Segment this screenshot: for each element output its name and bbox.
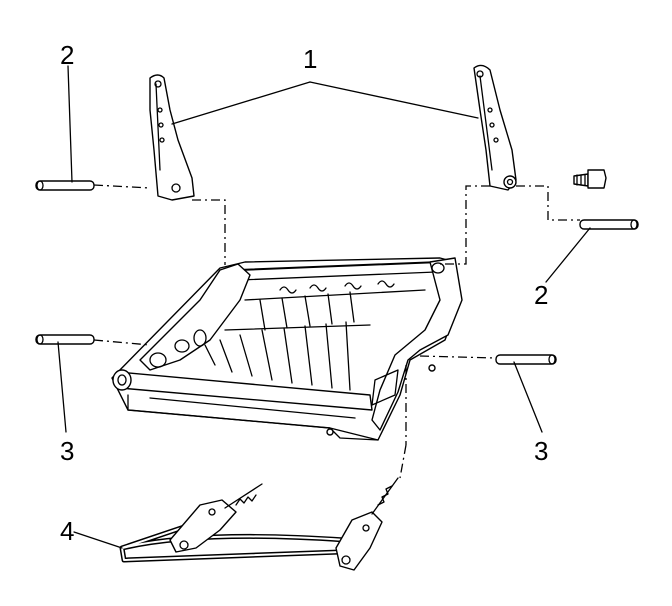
right-hinge-bracket xyxy=(473,64,517,191)
callout-4: 4 xyxy=(60,516,74,546)
assembly-lines xyxy=(93,184,580,479)
callout-2-right: 2 xyxy=(534,280,548,310)
pin-left-lower xyxy=(35,334,95,345)
callout-3-left: 3 xyxy=(60,436,74,466)
leader-lines xyxy=(57,65,591,549)
callout-1: 1 xyxy=(303,44,317,74)
pin-right-lower xyxy=(495,354,557,365)
pin-right-upper xyxy=(579,219,639,230)
callout-2-left: 2 xyxy=(60,40,74,70)
seat-frame xyxy=(111,257,463,441)
bolt xyxy=(573,169,607,189)
callout-3-right: 3 xyxy=(534,436,548,466)
pin-left-upper xyxy=(35,180,95,191)
left-hinge-bracket xyxy=(149,74,195,201)
release-cable-assembly xyxy=(119,477,399,571)
